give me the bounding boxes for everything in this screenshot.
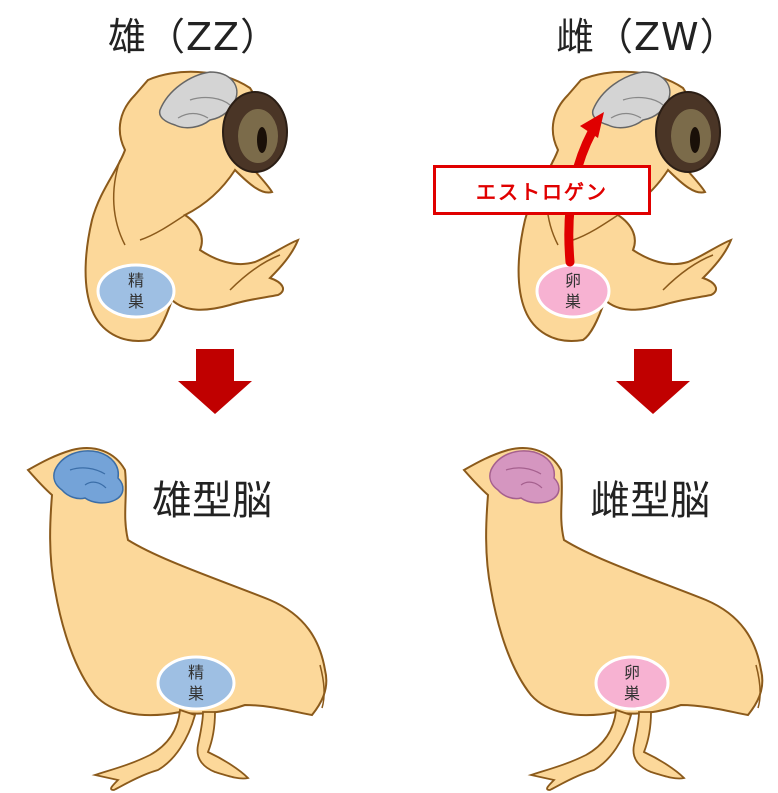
male-embryo-gonad-line2: 巣 <box>128 292 144 311</box>
female-adult-ovary: 卵 巣 <box>596 657 668 709</box>
male-embryo-eye <box>223 92 287 172</box>
male-title: 雄（ZZ） <box>108 6 279 61</box>
male-adult-leg <box>197 712 248 779</box>
female-title: 雌（ZW） <box>556 6 739 61</box>
female-embryo-gonad-line1: 卵 <box>565 271 581 290</box>
estrogen-label: エストロゲン <box>476 176 608 205</box>
female-embryo-ovary: 卵 巣 <box>537 265 609 317</box>
female-adult-leg <box>531 710 631 790</box>
female-adult-gonad-line2: 巣 <box>624 684 640 703</box>
male-adult-gonad-line2: 巣 <box>188 684 204 703</box>
male-brain-label: 雄型脳 <box>152 468 272 526</box>
down-arrow-icon <box>616 349 690 414</box>
female-adult-leg <box>633 712 684 779</box>
male-embryo-testis: 精 巣 <box>98 265 174 317</box>
female-embryo-gonad-line2: 巣 <box>565 292 581 311</box>
male-adult-testis: 精 巣 <box>158 657 234 709</box>
female-adult-gonad-line1: 卵 <box>624 663 640 682</box>
male-adult-gonad-line1: 精 <box>188 663 204 682</box>
male-adult-leg <box>95 710 195 790</box>
male-embryo-gonad-line1: 精 <box>128 271 144 290</box>
male-embryo: 精 巣 <box>86 72 298 341</box>
female-embryo-eye <box>656 92 720 172</box>
down-arrow-icon <box>178 349 252 414</box>
estrogen-label-box: エストロゲン <box>433 165 651 215</box>
female-brain-label: 雌型脳 <box>590 468 710 526</box>
